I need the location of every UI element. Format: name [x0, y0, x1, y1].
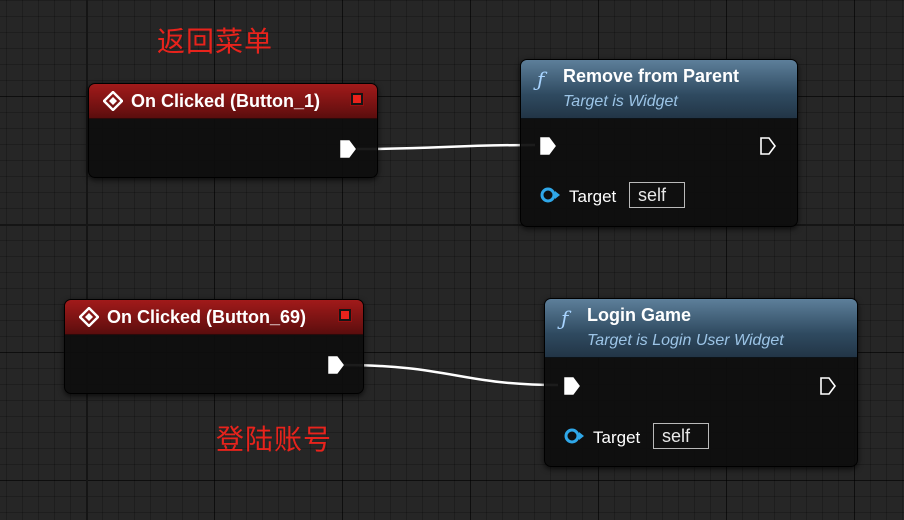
event-node-title: On Clicked (Button_1) [131, 90, 321, 111]
exec-output-pin[interactable] [327, 355, 345, 375]
target-self-field[interactable]: self [629, 182, 685, 208]
exec-output-pin[interactable] [339, 139, 357, 159]
function-node-remove-from-parent[interactable]: ƒ Remove from Parent Target is Widget Ta… [520, 59, 798, 227]
exec-input-pin[interactable] [539, 136, 557, 156]
event-node-button-1[interactable]: On Clicked (Button_1) [88, 83, 378, 178]
event-diamond-icon [103, 91, 123, 111]
exec-input-pin[interactable] [563, 376, 581, 396]
event-diamond-icon [79, 307, 99, 327]
function-node-subtitle: Target is Widget [563, 93, 678, 110]
event-node-title: On Clicked (Button_69) [107, 306, 307, 327]
comment-login-account: 登陆账号 [216, 423, 333, 456]
event-stop-icon [338, 308, 352, 322]
function-node-title: Remove from Parent [563, 66, 740, 86]
function-icon: ƒ [561, 306, 569, 330]
event-node-button-69[interactable]: On Clicked (Button_69) [64, 299, 364, 394]
target-object-pin-icon[interactable] [539, 186, 561, 204]
target-object-pin-icon[interactable] [563, 427, 585, 445]
function-node-subtitle: Target is Login User Widget [587, 332, 784, 349]
comment-back-to-menu: 返回菜单 [157, 25, 274, 58]
exec-wire-button1-to-remove [356, 143, 536, 151]
function-icon: ƒ [537, 67, 545, 91]
target-self-field[interactable]: self [653, 423, 709, 449]
exec-output-pin[interactable] [819, 376, 837, 396]
event-node-header: On Clicked (Button_69) [65, 300, 363, 335]
exec-output-pin[interactable] [759, 136, 777, 156]
function-node-header: ƒ Remove from Parent Target is Widget [521, 60, 797, 119]
target-pin-label: Target [569, 187, 617, 206]
exec-wire-button69-to-login [340, 363, 559, 387]
event-node-header: On Clicked (Button_1) [89, 84, 377, 119]
event-stop-icon [350, 92, 364, 106]
function-node-login-game[interactable]: ƒ Login Game Target is Login User Widget… [544, 298, 858, 467]
function-node-title: Login Game [587, 305, 692, 325]
function-node-header: ƒ Login Game Target is Login User Widget [545, 299, 857, 358]
target-pin-label: Target [593, 428, 641, 447]
